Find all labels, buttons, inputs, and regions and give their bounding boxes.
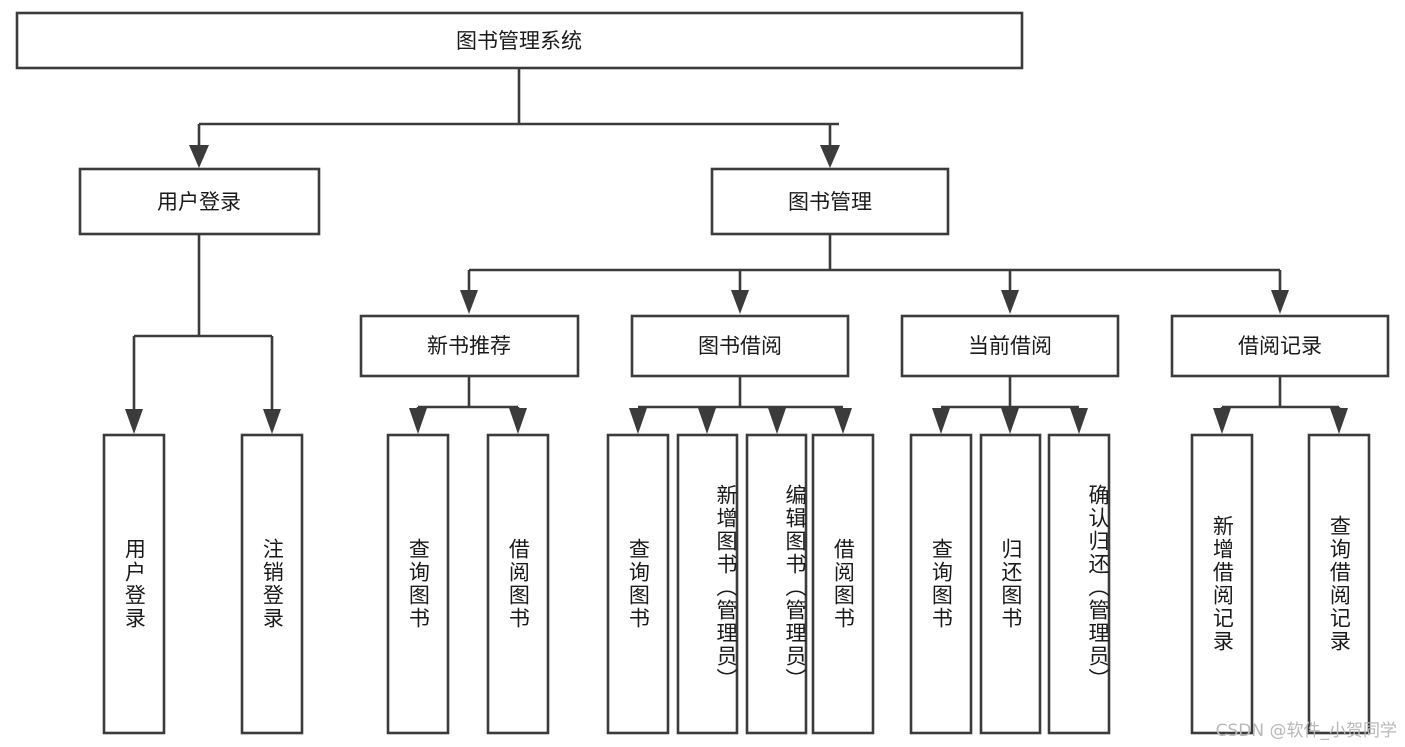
node-box-leaf-confirm-return[interactable] bbox=[1047, 433, 1111, 735]
arrow-head-user-login bbox=[189, 145, 209, 168]
node-box-book-borrow[interactable] bbox=[630, 314, 850, 378]
node-box-leaf-return-book[interactable] bbox=[979, 433, 1042, 735]
node-box-leaf-add-record[interactable] bbox=[1190, 433, 1254, 735]
arrow-head-leaf-user-logout bbox=[263, 409, 281, 434]
connector-group-new-book-recommend bbox=[409, 376, 527, 434]
node-box-book-manage[interactable] bbox=[710, 167, 950, 236]
arrow-head-leaf-borrow-book-1 bbox=[509, 408, 527, 434]
connector-group-borrow-record bbox=[1213, 376, 1348, 434]
node-label-borrow-record: 借阅记录 bbox=[1238, 334, 1322, 358]
arrow-head-book-borrow bbox=[731, 290, 749, 314]
node-box-current-borrow[interactable] bbox=[900, 314, 1120, 378]
node-box-leaf-add-book[interactable] bbox=[676, 433, 739, 735]
node-box-leaf-user-logout[interactable] bbox=[240, 433, 304, 735]
node-box-root[interactable] bbox=[15, 11, 1024, 70]
node-box-leaf-query-book-3[interactable] bbox=[909, 433, 973, 735]
node-label-user-login: 用户登录 bbox=[157, 190, 241, 214]
arrow-head-current-borrow bbox=[1001, 290, 1019, 314]
node-box-leaf-edit-book[interactable] bbox=[745, 433, 808, 735]
node-label-book-borrow: 图书借阅 bbox=[698, 334, 782, 358]
arrow-head-leaf-edit-book bbox=[768, 408, 786, 434]
node-box-borrow-record[interactable] bbox=[1170, 314, 1390, 378]
arrow-head-leaf-add-book bbox=[698, 408, 716, 434]
arrow-head-leaf-query-record bbox=[1330, 408, 1348, 434]
arrow-head-leaf-query-book-1 bbox=[409, 408, 427, 434]
node-box-leaf-borrow-book-1[interactable] bbox=[486, 433, 550, 735]
node-label-current-borrow: 当前借阅 bbox=[968, 334, 1052, 358]
arrow-head-leaf-add-record bbox=[1213, 408, 1231, 434]
arrow-head-leaf-query-book-3 bbox=[932, 408, 950, 434]
node-box-leaf-borrow-book-2[interactable] bbox=[811, 433, 875, 735]
connector-group-user-login bbox=[125, 234, 281, 434]
node-box-new-book-recommend[interactable] bbox=[359, 314, 580, 378]
connector-group-current-borrow bbox=[932, 376, 1088, 434]
arrow-head-borrow-record bbox=[1271, 290, 1289, 314]
arrow-head-book-manage bbox=[820, 145, 840, 168]
node-label-root: 图书管理系统 bbox=[456, 29, 582, 53]
node-box-leaf-user-login[interactable] bbox=[102, 433, 166, 735]
node-label-book-manage: 图书管理 bbox=[788, 190, 872, 214]
arrow-head-new-book-recommend bbox=[460, 290, 478, 314]
arrow-head-leaf-borrow-book-2 bbox=[834, 408, 852, 434]
node-label-new-book-recommend: 新书推荐 bbox=[427, 334, 511, 358]
node-box-leaf-query-book-2[interactable] bbox=[606, 433, 670, 735]
arrow-head-leaf-user-login bbox=[125, 409, 143, 434]
node-box-leaf-query-record[interactable] bbox=[1307, 433, 1371, 735]
arrow-head-leaf-return-book bbox=[1001, 408, 1019, 434]
connector-group-root bbox=[189, 68, 840, 168]
node-box-leaf-query-book-1[interactable] bbox=[386, 433, 450, 735]
connector-group-book-borrow bbox=[629, 376, 852, 434]
arrow-head-leaf-query-book-2 bbox=[629, 408, 647, 434]
arrow-head-leaf-confirm-return bbox=[1070, 408, 1088, 434]
connector-group-book-manage bbox=[460, 234, 1289, 314]
node-box-user-login[interactable] bbox=[78, 167, 321, 236]
